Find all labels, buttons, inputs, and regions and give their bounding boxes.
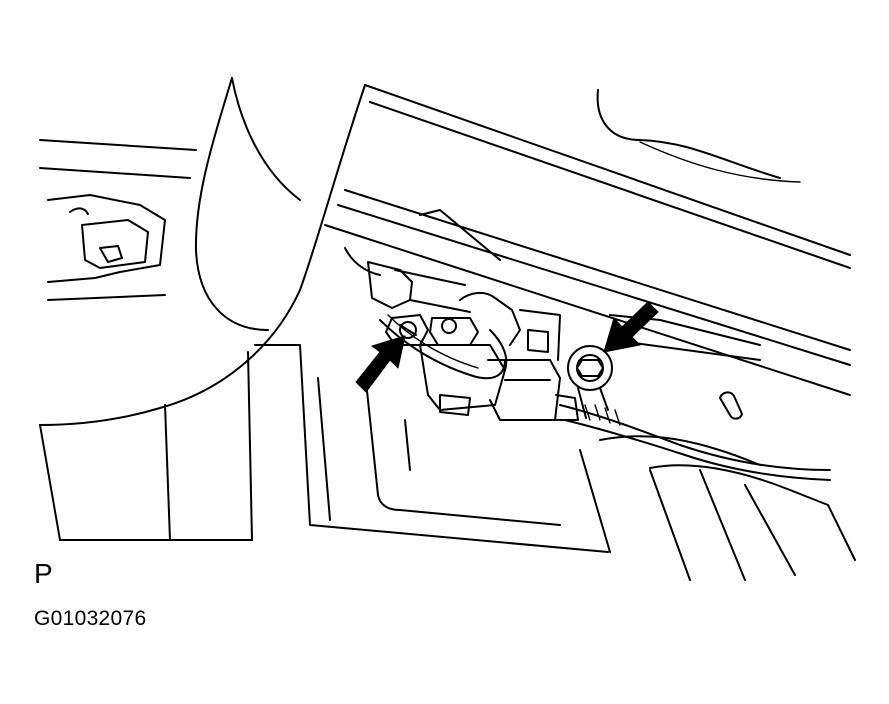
actuator-assembly bbox=[344, 247, 579, 421]
right-bolt-arrow bbox=[603, 301, 659, 353]
view-letter: P bbox=[34, 558, 53, 589]
wheel-well-panel bbox=[39, 77, 366, 426]
wire-harness bbox=[559, 314, 831, 481]
left-clip-bracket bbox=[47, 194, 166, 301]
figure-id: G01032076 bbox=[34, 607, 147, 630]
underbody-floor bbox=[39, 344, 856, 581]
right-mounting-nut bbox=[567, 345, 613, 419]
left-mounting-bolt bbox=[385, 314, 429, 346]
left-bolt-arrow bbox=[355, 335, 406, 393]
body-rails bbox=[324, 84, 851, 396]
